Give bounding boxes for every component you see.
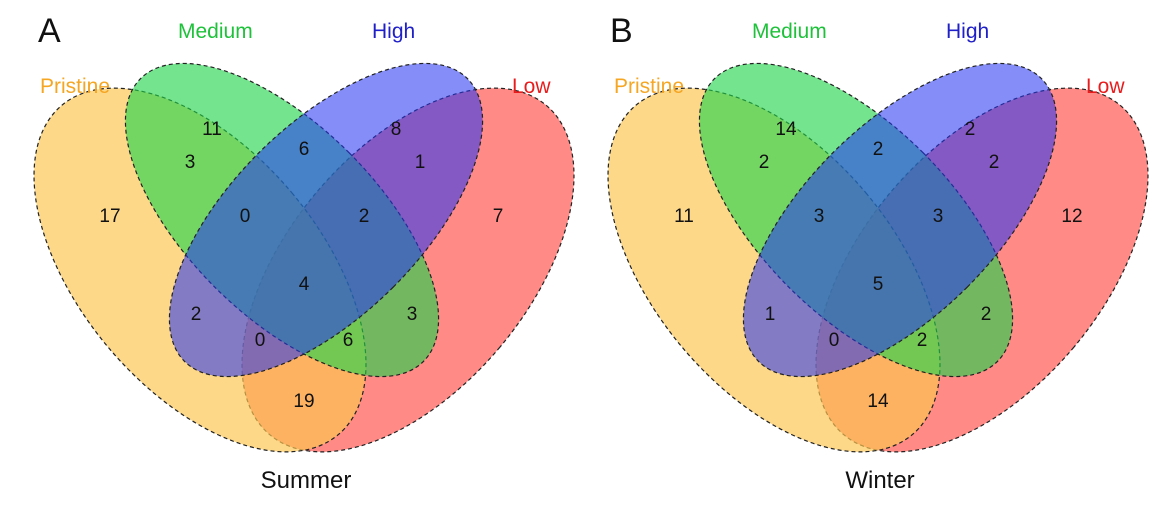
high-label: High	[372, 20, 415, 43]
medium-label: Medium	[178, 20, 253, 43]
panel-letter: A	[38, 12, 61, 50]
count-pristine-high-low: 0	[255, 330, 266, 351]
count-medium-low: 3	[407, 304, 418, 325]
count-pristine-medium: 2	[759, 152, 770, 173]
high-ellipse	[168, 62, 484, 378]
count-pristine-medium-high: 3	[814, 206, 825, 227]
count-medium-high: 6	[299, 139, 310, 160]
season-label: Winter	[845, 467, 914, 494]
count-pristine-medium: 3	[185, 152, 196, 173]
count-medium-high: 2	[873, 139, 884, 160]
count-medium-high-low: 2	[359, 206, 370, 227]
count-pristine-medium-high: 0	[240, 206, 251, 227]
count-medium-high-low: 3	[933, 206, 944, 227]
count-high-low: 2	[989, 152, 1000, 173]
count-pristine-high-low: 0	[829, 330, 840, 351]
count-low-only: 7	[493, 206, 504, 227]
medium-label: Medium	[752, 20, 827, 43]
count-pristine-medium-low: 6	[343, 330, 354, 351]
low-label: Low	[1086, 75, 1125, 98]
count-all-four: 5	[873, 274, 884, 295]
count-pristine-medium-low: 2	[917, 330, 928, 351]
count-high-only: 8	[391, 119, 402, 140]
panel-letter: B	[610, 12, 633, 50]
panel-b: B Pristine Medium High Low 11 14 2 12 2 …	[607, 12, 1149, 494]
count-pristine-only: 17	[99, 206, 120, 227]
count-medium-only: 11	[202, 119, 222, 140]
count-high-low: 1	[415, 152, 426, 173]
count-pristine-high: 2	[191, 304, 202, 325]
count-pristine-high: 1	[765, 304, 776, 325]
count-low-only: 12	[1061, 206, 1082, 227]
panel-a: A Pristine Medium High Low 17 11 8 7 3 6…	[33, 12, 575, 494]
count-medium-low: 2	[981, 304, 992, 325]
pristine-label: Pristine	[40, 75, 110, 98]
count-pristine-low: 19	[293, 391, 314, 412]
high-label: High	[946, 20, 989, 43]
season-label: Summer	[261, 467, 352, 494]
high-ellipse	[742, 62, 1058, 378]
count-pristine-only: 11	[674, 206, 694, 227]
low-label: Low	[512, 75, 551, 98]
count-all-four: 4	[299, 274, 310, 295]
pristine-label: Pristine	[614, 75, 684, 98]
count-high-only: 2	[965, 119, 976, 140]
count-medium-only: 14	[775, 119, 797, 140]
count-pristine-low: 14	[867, 391, 889, 412]
